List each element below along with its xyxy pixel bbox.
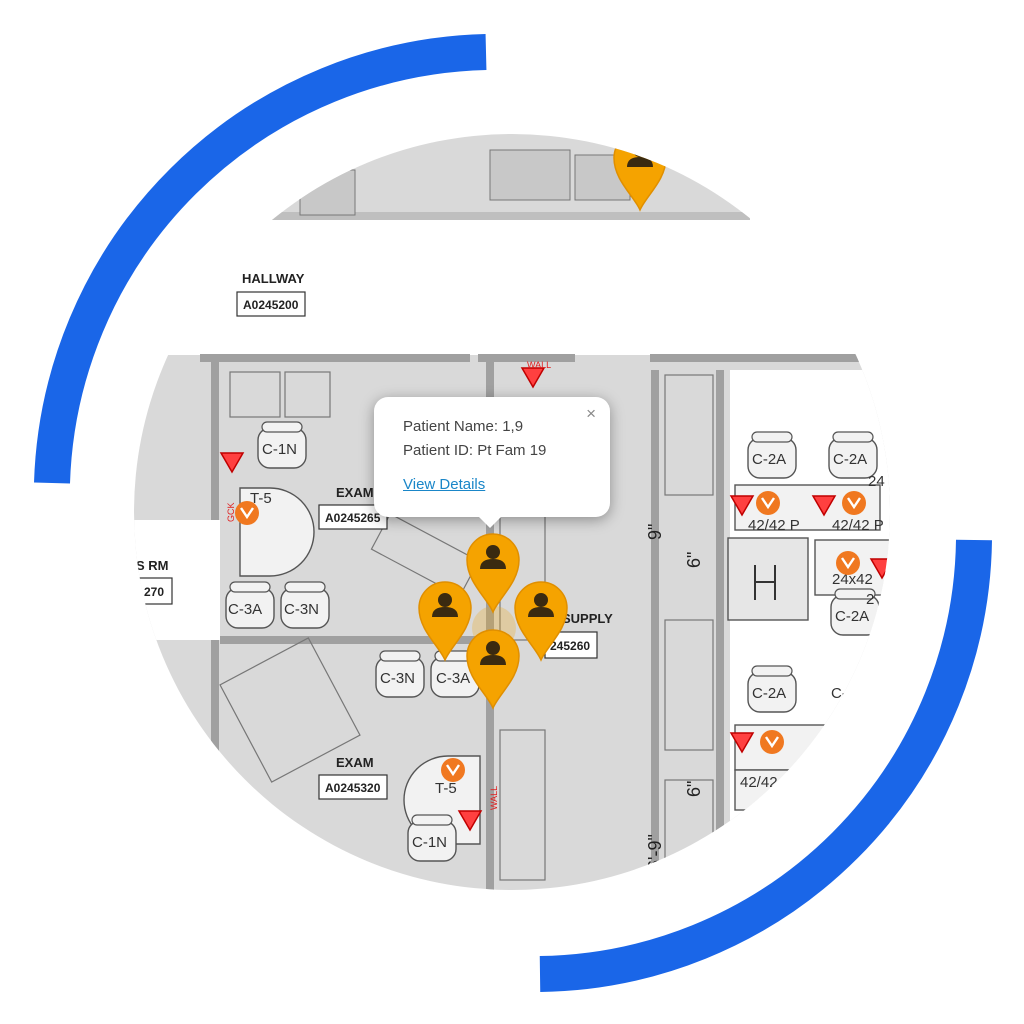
patient-name-text: Patient Name: 1,9 [403, 418, 524, 435]
furniture-label: C-2 [831, 685, 855, 702]
room-name-left: S RM [136, 558, 169, 573]
furniture-label: C-1N [262, 441, 297, 458]
furniture-label: 42/42 P [748, 517, 800, 534]
furniture-label: C-2A [833, 451, 867, 468]
furniture-label: C-2A [752, 451, 786, 468]
gck-tag: GCK [226, 502, 236, 522]
dimension-labels: 9" 6" 6" 6'-9" [645, 524, 704, 870]
patient-id-text: Patient ID: Pt Fam 19 [403, 442, 547, 459]
room-name-hallway: HALLWAY [242, 271, 305, 286]
room-name-supply: SUPPLY [562, 611, 613, 626]
room-id-hallway: A0245200 [243, 298, 299, 312]
room-id-exam-top: A0245265 [325, 511, 381, 525]
furniture-label: 42/42 P [832, 517, 884, 534]
view-details-link[interactable]: View Details [403, 476, 486, 493]
wrench-icon [233, 499, 261, 527]
wrench-icon [834, 549, 862, 577]
wrench-icon [754, 489, 782, 517]
furniture-label: C-3N [284, 601, 319, 618]
furniture-label: C-3A [436, 670, 470, 687]
patient-popup: × Patient Name: 1,9 Patient ID: Pt Fam 1… [374, 397, 610, 528]
dimension-label: 6'-9" [645, 834, 665, 870]
wrench-icon [840, 489, 868, 517]
furniture-label: 2 [866, 591, 874, 608]
room-id-exam-bottom: A0245320 [325, 781, 381, 795]
furniture-label: 24 [868, 473, 885, 490]
furniture-label: C-3N [380, 670, 415, 687]
furniture-label: C-2A [752, 685, 786, 702]
wrench-icon [758, 728, 786, 756]
dimension-label: 9" [645, 524, 665, 540]
furniture-label: T-5 [435, 780, 457, 797]
room-name-exam-top: EXAM [336, 485, 374, 500]
dimension-label: 6" [684, 781, 704, 797]
furniture-label: C-1N [412, 834, 447, 851]
dimension-label: 6" [684, 552, 704, 568]
room-id-left: 270 [144, 585, 164, 599]
room-name-exam-bottom: EXAM [336, 755, 374, 770]
furniture-label: C-3A [228, 601, 262, 618]
room-id-supply: 245260 [550, 639, 590, 653]
accent-arc-lower-right [539, 539, 992, 992]
furniture-label: T-5 [250, 490, 272, 507]
wrench-icon [439, 756, 467, 784]
accent-arc-upper-left [34, 34, 487, 484]
furniture-label: C-2A [835, 608, 869, 625]
wall-tag: WALL [527, 360, 551, 370]
wall-tag: WALL [489, 786, 499, 810]
furniture-label: 24x42 [832, 571, 873, 588]
close-icon[interactable]: × [586, 404, 596, 423]
furniture-label: 42/42 [740, 774, 778, 791]
